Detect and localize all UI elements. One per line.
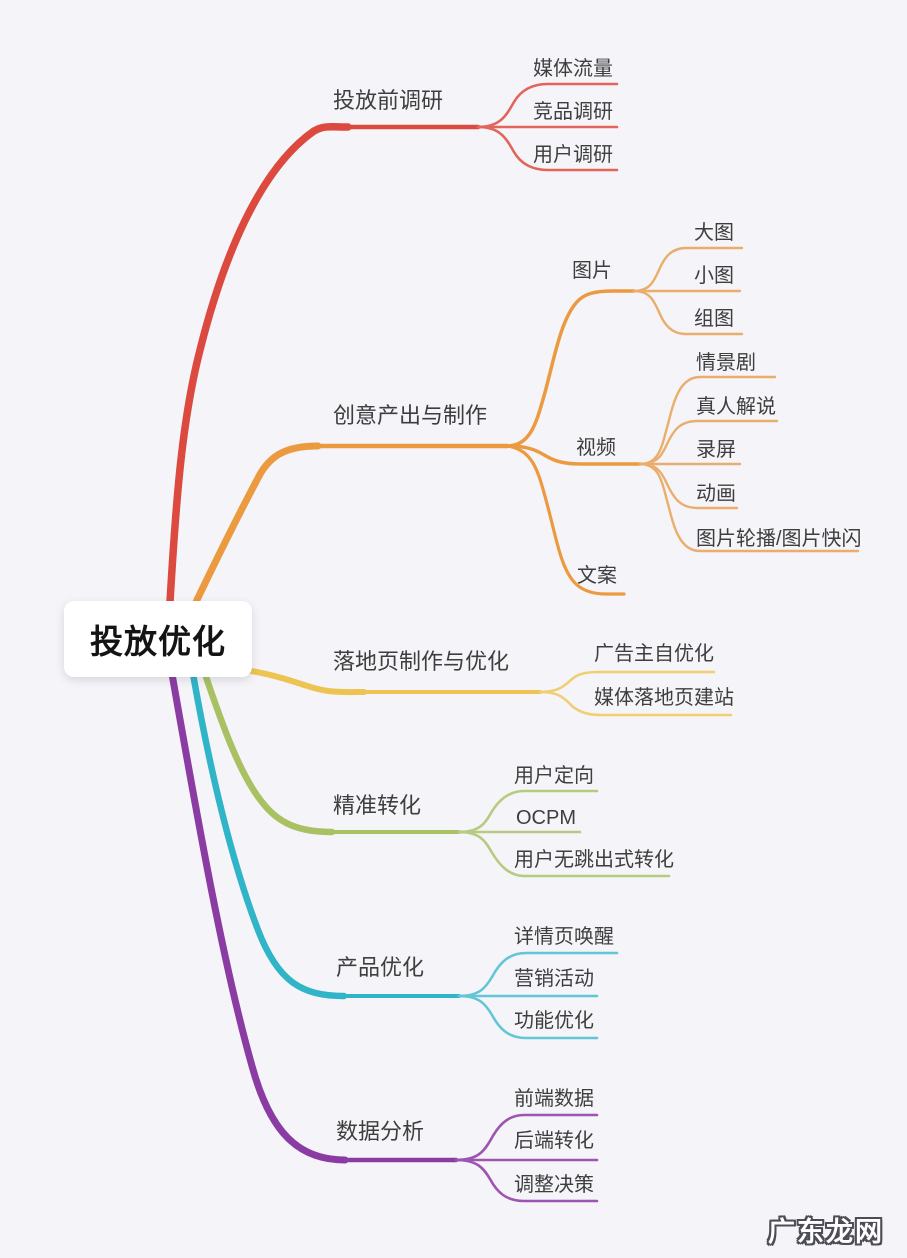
connector — [243, 667, 367, 696]
connector — [638, 419, 779, 466]
leaf-3-1-label[interactable]: OCPM — [516, 807, 576, 829]
leaf-4-2-label[interactable]: 功能优化 — [514, 1010, 594, 1032]
branch-5-label[interactable]: 数据分析 — [336, 1119, 425, 1144]
watermark: 广东龙网 — [768, 1217, 884, 1247]
leaf-0-1-label[interactable]: 竞品调研 — [533, 101, 613, 123]
connector — [166, 122, 352, 606]
connector — [638, 462, 739, 510]
connector — [505, 444, 626, 596]
leaf-5-0-label[interactable]: 前端数据 — [514, 1088, 594, 1110]
branch-2-trunk-lines — [243, 667, 542, 696]
branch-5-child-lines — [454, 1113, 599, 1203]
leaf-2-1-label[interactable]: 媒体落地页建站 — [594, 687, 734, 709]
connector — [454, 1158, 599, 1203]
leaf-2-0-label[interactable]: 广告主自优化 — [594, 643, 714, 665]
branch-0-label[interactable]: 投放前调研 — [333, 88, 444, 113]
connector — [476, 82, 619, 129]
leaf-1-1-1-label[interactable]: 真人解说 — [696, 396, 776, 418]
branch-3-label[interactable]: 精准转化 — [333, 793, 422, 818]
connector — [638, 375, 777, 466]
branch-3-child-lines — [457, 789, 671, 878]
branch-5-trunk-lines — [168, 670, 459, 1164]
connector — [457, 830, 671, 878]
branch-1-label[interactable]: 创意产出与制作 — [333, 403, 488, 428]
leaf-0-0-label[interactable]: 媒体流量 — [533, 58, 613, 80]
root-topic[interactable]: 投放优化 — [64, 601, 252, 677]
branch-0-trunk-lines — [166, 122, 481, 606]
connector — [201, 670, 336, 836]
connector — [538, 690, 733, 717]
leaf-1-0-1-label[interactable]: 小图 — [694, 265, 734, 287]
leaf-1-0-2-label[interactable]: 组图 — [694, 308, 734, 330]
connector — [632, 289, 744, 336]
branch-4-trunk-lines — [189, 670, 461, 1000]
root-topic-label: 投放优化 — [90, 623, 226, 660]
leaf-4-1-label[interactable]: 营销活动 — [514, 968, 594, 990]
leaf-4-0-label[interactable]: 详情页唤醒 — [514, 926, 614, 948]
leaf-5-2-label[interactable]: 调整决策 — [514, 1174, 594, 1196]
subtopic-1-1-label[interactable]: 视频 — [576, 437, 616, 459]
branch-1-child-lines — [632, 246, 860, 553]
subtopic-1-2-label[interactable]: 文案 — [577, 565, 617, 587]
connector — [538, 670, 716, 694]
connector — [476, 125, 619, 172]
leaf-1-1-2-label[interactable]: 录屏 — [696, 439, 736, 461]
connector — [632, 246, 744, 293]
branch-0-child-lines — [476, 82, 619, 172]
leaf-5-1-label[interactable]: 后端转化 — [514, 1130, 594, 1152]
branch-4-child-lines — [457, 951, 619, 1040]
connector — [457, 951, 619, 998]
connector — [189, 670, 348, 1000]
leaf-1-1-0-label[interactable]: 情景剧 — [696, 352, 756, 374]
subtopic-1-0-label[interactable]: 图片 — [572, 260, 612, 282]
branch-2-label[interactable]: 落地页制作与优化 — [333, 649, 510, 674]
connector — [454, 1113, 599, 1162]
branch-4-label[interactable]: 产品优化 — [336, 955, 425, 980]
leaf-3-2-label[interactable]: 用户无跳出式转化 — [514, 849, 674, 871]
leaf-3-0-label[interactable]: 用户定向 — [514, 765, 594, 787]
connector — [457, 789, 599, 834]
leaf-0-2-label[interactable]: 用户调研 — [533, 144, 613, 166]
connector — [505, 444, 642, 466]
connector — [192, 442, 322, 606]
connector — [457, 994, 599, 1040]
branch-2-child-lines — [538, 670, 733, 717]
connector — [168, 670, 349, 1164]
leaf-1-1-4-label[interactable]: 图片轮播/图片快闪 — [696, 528, 862, 550]
branch-3-trunk-lines — [201, 670, 461, 836]
branch-1-trunk-lines — [192, 289, 642, 606]
connector — [505, 289, 636, 448]
connector — [638, 462, 860, 553]
leaf-1-1-3-label[interactable]: 动画 — [696, 483, 736, 505]
leaf-1-0-0-label[interactable]: 大图 — [694, 222, 734, 244]
